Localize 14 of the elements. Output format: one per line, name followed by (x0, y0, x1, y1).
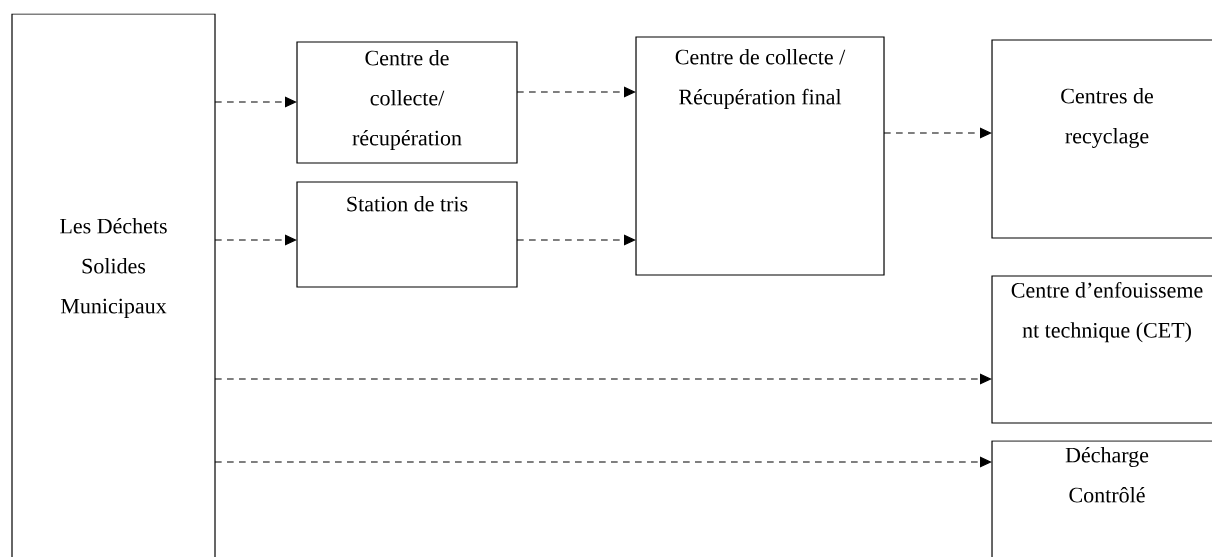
process-box: Centres de recyclage (991, 39, 1212, 239)
arrow (516, 234, 636, 246)
arrow (883, 127, 992, 139)
process-box: Centre de collecte/ récupération (296, 41, 518, 164)
arrow (516, 86, 636, 98)
arrow (214, 234, 297, 246)
process-box: Centre de collecte / Récupération final (635, 36, 885, 276)
arrow (214, 96, 297, 108)
arrow (214, 373, 992, 385)
process-box: Centre d’enfouisseme nt technique (CET) (991, 275, 1212, 424)
arrow (214, 456, 992, 468)
process-box: Décharge Contrôlé (991, 440, 1212, 557)
process-box: Les Déchets Solides Municipaux (11, 13, 216, 557)
process-box: Station de tris (296, 181, 518, 288)
